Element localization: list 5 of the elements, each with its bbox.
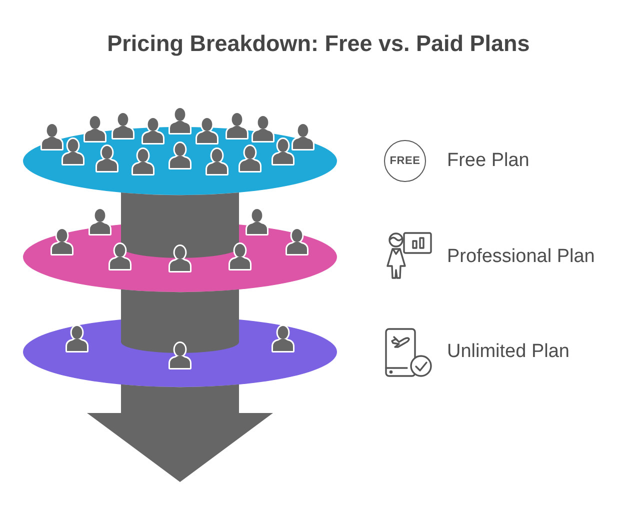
title: Pricing Breakdown: Free vs. Paid Plans bbox=[107, 31, 530, 57]
free-badge: FREE bbox=[384, 140, 426, 182]
plan-label: Free Plan bbox=[447, 150, 530, 172]
plan-label: Unlimited Plan bbox=[447, 341, 570, 363]
plan-label: Professional Plan bbox=[447, 246, 595, 268]
